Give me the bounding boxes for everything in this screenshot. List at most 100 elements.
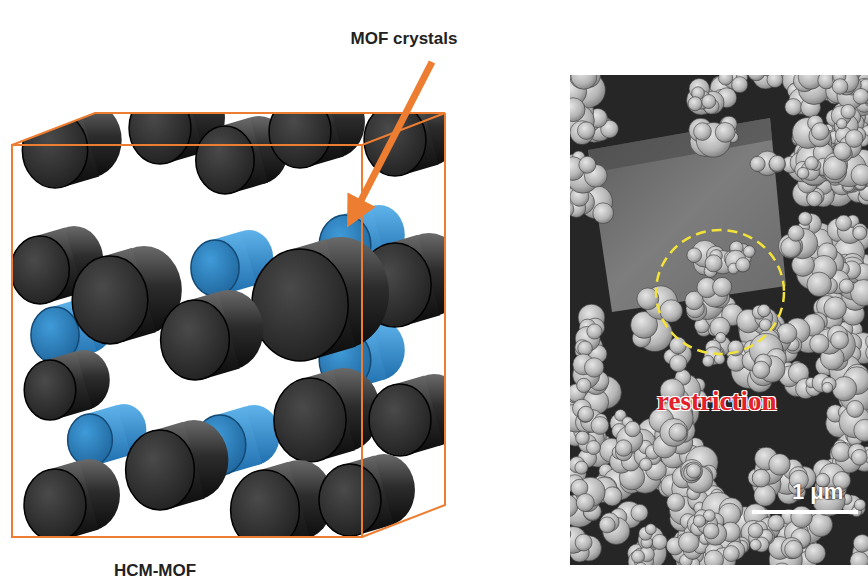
sem-particle bbox=[752, 469, 770, 487]
sem-particle bbox=[603, 487, 622, 506]
sem-particle bbox=[854, 499, 865, 510]
sem-particle bbox=[586, 441, 600, 455]
sem-particle bbox=[660, 418, 688, 446]
cylinder-face bbox=[274, 378, 346, 462]
sem-particle bbox=[797, 167, 809, 179]
sem-particle bbox=[693, 515, 705, 527]
large-crystal bbox=[588, 118, 786, 312]
sem-particle bbox=[736, 258, 750, 272]
sem-particle bbox=[587, 324, 602, 339]
sem-particle bbox=[682, 463, 702, 483]
sem-background bbox=[570, 75, 868, 565]
arrow-label: MOF crystals bbox=[351, 29, 458, 49]
sem-particle bbox=[807, 191, 822, 206]
sem-particle bbox=[832, 79, 848, 95]
cylinder-face bbox=[11, 236, 69, 304]
sem-particle bbox=[667, 493, 685, 511]
sem-particle bbox=[807, 272, 831, 296]
cylinder-face bbox=[252, 249, 348, 361]
sem-particle bbox=[853, 226, 867, 240]
leader-arrow bbox=[350, 62, 432, 222]
sem-particle bbox=[851, 164, 868, 185]
cube-top-edge bbox=[12, 113, 445, 145]
cylinder-face bbox=[24, 469, 86, 541]
sem-particle bbox=[832, 377, 856, 401]
sem-particle bbox=[847, 400, 864, 417]
sem-particle bbox=[571, 75, 597, 89]
sem-particle bbox=[853, 89, 868, 105]
sem-particle bbox=[767, 75, 783, 88]
sem-particle bbox=[788, 225, 804, 241]
sem-particle bbox=[599, 517, 615, 533]
sem-particle bbox=[822, 382, 833, 393]
sem-particle bbox=[785, 99, 802, 116]
sem-particle bbox=[702, 355, 714, 367]
sem-particle bbox=[841, 104, 855, 118]
cylinder-face bbox=[24, 360, 76, 420]
sem-particle bbox=[750, 539, 761, 550]
sem-particle bbox=[645, 524, 656, 535]
sem-particle bbox=[713, 277, 732, 296]
sem-particle bbox=[785, 540, 803, 558]
sem-particle bbox=[769, 155, 785, 171]
carbon-cylinder bbox=[274, 368, 380, 462]
sem-particle bbox=[750, 156, 765, 171]
sem-particle bbox=[615, 440, 631, 456]
sem-particle bbox=[791, 506, 812, 527]
cylinder-face bbox=[68, 414, 113, 466]
sem-particle bbox=[759, 319, 771, 331]
sem-particle bbox=[575, 461, 588, 474]
sem-particle bbox=[703, 523, 719, 539]
carbon-cylinder bbox=[24, 459, 120, 541]
cylinder-face bbox=[72, 256, 148, 344]
sem-particle bbox=[853, 535, 868, 553]
sem-particle bbox=[748, 523, 763, 538]
sem-particle bbox=[752, 361, 769, 378]
sem-particle bbox=[704, 523, 726, 545]
sem-particle bbox=[625, 421, 640, 436]
cube-outline bbox=[12, 113, 445, 537]
carbon-cylinder bbox=[269, 86, 365, 168]
cylinder-face bbox=[22, 112, 87, 188]
particle-group bbox=[570, 75, 868, 565]
crystal-facet bbox=[588, 118, 772, 172]
sem-particle bbox=[575, 534, 592, 551]
sem-particle bbox=[805, 157, 818, 170]
scale-bar bbox=[752, 510, 858, 514]
scale-label: 1 μm bbox=[792, 479, 843, 504]
carbon-cylinder bbox=[24, 350, 110, 420]
sem-particle bbox=[810, 334, 829, 353]
sem-particle bbox=[811, 123, 828, 140]
sem-particle bbox=[781, 537, 802, 558]
sem-field bbox=[570, 75, 868, 565]
sem-particle bbox=[839, 279, 853, 293]
sem-particle bbox=[772, 563, 792, 565]
sem-particle bbox=[704, 550, 723, 565]
cylinder-face bbox=[319, 464, 381, 536]
sem-particle bbox=[687, 248, 702, 263]
sem-particle bbox=[593, 203, 614, 224]
sem-particle bbox=[669, 337, 686, 354]
sem-particle bbox=[577, 122, 595, 140]
cylinder-face bbox=[126, 430, 195, 510]
carbon-cylinder bbox=[126, 420, 229, 510]
sem-particle bbox=[631, 504, 648, 521]
sem-particle bbox=[723, 546, 739, 562]
figure-label: HCM-MOF bbox=[114, 561, 196, 581]
sem-particle bbox=[754, 485, 776, 507]
cylinder-face bbox=[369, 384, 431, 456]
carbon-cylinder bbox=[161, 290, 264, 380]
carbon-cylinder bbox=[252, 237, 389, 361]
sem-particle bbox=[578, 407, 593, 422]
cylinder-face bbox=[191, 240, 239, 296]
sem-particle bbox=[578, 406, 594, 422]
cylinder-face bbox=[196, 126, 254, 194]
sem-particle bbox=[837, 118, 847, 128]
sem-particle bbox=[694, 123, 712, 141]
sem-particle bbox=[758, 304, 771, 317]
cylinder-face bbox=[129, 92, 191, 164]
sem-particle bbox=[702, 95, 716, 109]
sem-particle bbox=[684, 462, 702, 480]
sem-particle bbox=[670, 355, 687, 372]
